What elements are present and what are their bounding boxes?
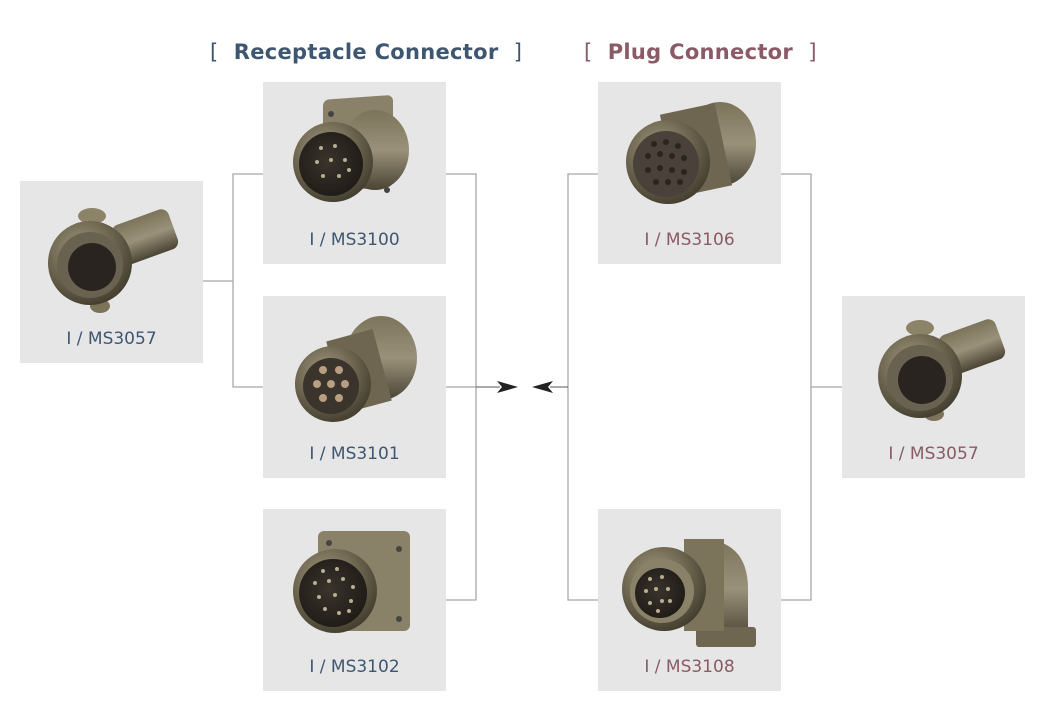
arrow-left-icon xyxy=(532,381,553,393)
card-label: I / MS3102 xyxy=(309,657,400,677)
cable-clamp-icon xyxy=(48,208,179,313)
card-ms3106[interactable]: I / MS3106 xyxy=(598,82,781,264)
plug-heading: [ Plug Connector ] xyxy=(584,40,817,64)
card-label: I / MS3100 xyxy=(309,230,400,250)
arrow-right-icon xyxy=(497,381,518,393)
card-label: I / MS3106 xyxy=(644,230,735,250)
inline-receptacle-icon xyxy=(295,316,417,422)
card-right-ms3057[interactable]: I / MS3057 xyxy=(842,296,1025,478)
bracket-open: [ xyxy=(584,40,593,64)
card-ms3101[interactable]: I / MS3101 xyxy=(263,296,446,478)
straight-plug-icon xyxy=(626,102,756,204)
card-label: I / MS3108 xyxy=(644,657,735,677)
receptacle-heading: [ Receptacle Connector ] xyxy=(210,40,522,64)
angle-plug-icon xyxy=(622,539,756,647)
cable-clamp-icon xyxy=(878,319,1006,421)
bracket-plug-left xyxy=(567,173,598,601)
bracket-left xyxy=(232,173,263,388)
wall-mount-receptacle-icon xyxy=(293,95,409,202)
card-label: I / MS3057 xyxy=(66,329,157,349)
card-ms3100[interactable]: I / MS3100 xyxy=(263,82,446,264)
plug-heading-text: Plug Connector xyxy=(607,40,794,64)
card-ms3102[interactable]: I / MS3102 xyxy=(263,509,446,691)
receptacle-heading-text: Receptacle Connector xyxy=(233,40,499,64)
bracket-plug-right xyxy=(780,173,812,601)
bracket-open: [ xyxy=(210,40,219,64)
bracket-close: ] xyxy=(808,40,817,64)
card-label: I / MS3057 xyxy=(888,444,979,464)
card-label: I / MS3101 xyxy=(309,444,400,464)
box-mount-receptacle-icon xyxy=(293,531,410,633)
bracket-close: ] xyxy=(513,40,523,64)
bracket-receptacle-right xyxy=(446,173,477,601)
card-ms3108[interactable]: I / MS3108 xyxy=(598,509,781,691)
card-left-ms3057[interactable]: I / MS3057 xyxy=(20,181,203,363)
